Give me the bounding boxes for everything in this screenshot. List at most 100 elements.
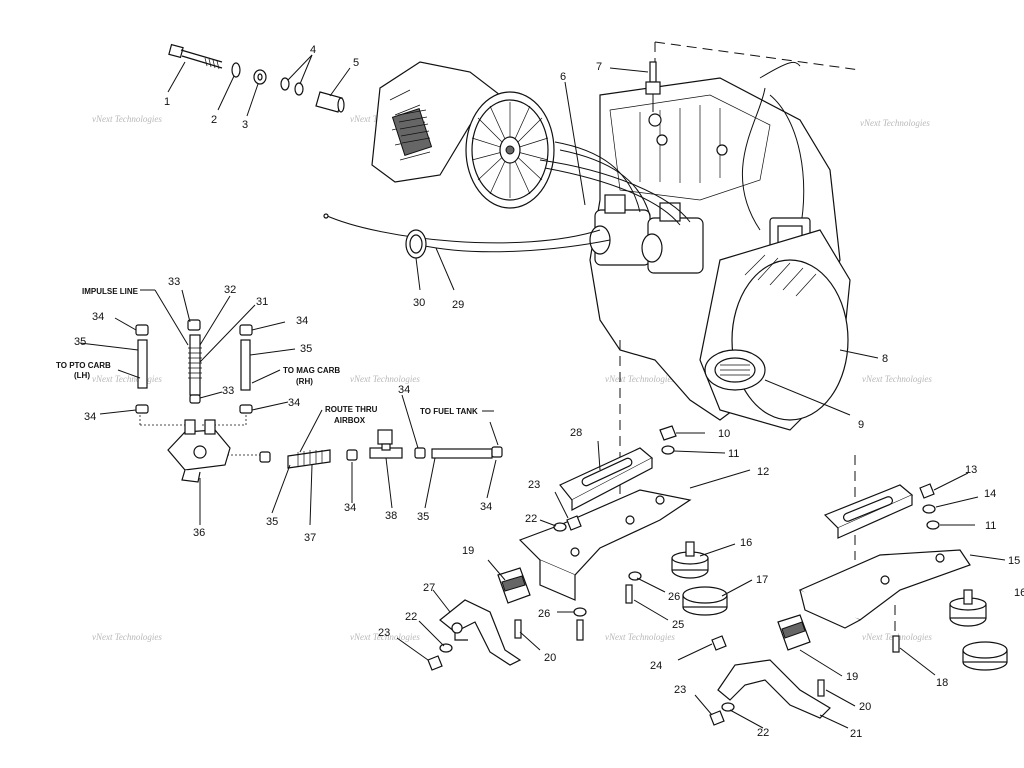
callout-35d: 35 <box>417 511 429 523</box>
impulse-line-label: IMPULSE LINE <box>82 287 139 296</box>
callout-numbers: 1 2 3 4 5 6 7 8 9 10 11 11 12 13 14 15 1… <box>74 44 1024 740</box>
callout-15: 15 <box>1008 555 1020 567</box>
slotted-plate-left <box>559 447 654 511</box>
hardware <box>427 425 940 726</box>
callout-8: 8 <box>882 353 888 365</box>
rubber-pad <box>682 586 728 616</box>
mount-bracket-left <box>518 489 692 601</box>
callout-2: 2 <box>211 114 217 126</box>
airbox-label: AIRBOX <box>334 416 366 425</box>
callout-28: 28 <box>570 427 582 439</box>
callout-19b: 19 <box>846 671 858 683</box>
callout-24: 24 <box>650 660 662 672</box>
callout-23c: 23 <box>674 684 686 696</box>
callout-23b: 23 <box>378 627 390 639</box>
callout-38: 38 <box>385 510 397 522</box>
callout-29: 29 <box>452 299 464 311</box>
watermark: vNext Technologies <box>605 374 675 384</box>
callout-34c: 34 <box>84 411 96 423</box>
callout-34b: 34 <box>296 315 308 327</box>
washer <box>231 62 241 78</box>
callout-35c: 35 <box>266 516 278 528</box>
mount-bracket-right <box>798 549 971 629</box>
callout-12: 12 <box>757 466 769 478</box>
callout-37: 37 <box>304 532 316 544</box>
watermark: vNext Technologies <box>92 374 162 384</box>
callout-22c: 22 <box>757 727 769 739</box>
callout-32: 32 <box>224 284 236 296</box>
to-fuel-tank-label: TO FUEL TANK <box>420 407 478 416</box>
callout-5: 5 <box>353 57 359 69</box>
engine <box>539 61 851 431</box>
rubber-mount <box>671 541 709 579</box>
to-pto-carb-side-label: (LH) <box>74 371 90 380</box>
callout-34g: 34 <box>398 384 410 396</box>
callout-9: 9 <box>858 419 864 431</box>
callout-34: 34 <box>92 311 104 323</box>
watermark: vNext Technologies <box>605 632 675 642</box>
callout-6: 6 <box>560 71 566 83</box>
rubber-mount-right <box>949 589 987 627</box>
callout-23: 23 <box>528 479 540 491</box>
support-bracket-left <box>439 599 522 666</box>
callout-26b: 26 <box>668 591 680 603</box>
callout-11: 11 <box>728 448 739 460</box>
starter-handle <box>704 349 766 391</box>
callout-22b: 22 <box>405 611 417 623</box>
callout-3: 3 <box>242 119 248 131</box>
fuel-pump <box>167 419 231 483</box>
carburetors <box>589 194 704 274</box>
callout-31: 31 <box>256 296 268 308</box>
callout-1: 1 <box>164 96 170 108</box>
callout-16: 16 <box>740 537 752 549</box>
watermark: vNext Technologies <box>350 632 420 642</box>
callout-19: 19 <box>462 545 474 557</box>
callout-33: 33 <box>168 276 180 288</box>
bolt <box>168 43 223 70</box>
fuel-valve <box>369 429 403 459</box>
callout-17: 17 <box>756 574 768 586</box>
callout-13: 13 <box>965 464 977 476</box>
o-ring <box>280 77 290 91</box>
callout-30: 30 <box>413 297 425 309</box>
rubber-pad-right <box>962 641 1008 671</box>
cable-clamp <box>405 229 427 259</box>
bumper-block-left <box>497 567 531 604</box>
slotted-plate-right <box>823 484 914 539</box>
callout-34d: 34 <box>288 397 300 409</box>
callout-35b: 35 <box>300 343 312 355</box>
callout-16b: 16 <box>1014 587 1024 599</box>
clutch-bolt-assembly <box>168 43 345 113</box>
callout-27: 27 <box>423 582 435 594</box>
spacer <box>315 91 345 113</box>
mount-brackets <box>427 425 1008 726</box>
recoil-starter <box>699 229 851 431</box>
callout-35: 35 <box>74 336 86 348</box>
callout-10: 10 <box>718 428 730 440</box>
leader-lines <box>79 54 1006 729</box>
callout-21: 21 <box>850 728 862 740</box>
callout-36: 36 <box>193 527 205 539</box>
callout-20: 20 <box>544 652 556 664</box>
fuel-line-assembly <box>135 319 503 483</box>
callout-11b: 11 <box>985 520 996 532</box>
callout-25: 25 <box>672 619 684 631</box>
fuel-filter-hose <box>287 449 331 469</box>
watermark: vNext Technologies <box>862 374 932 384</box>
o-ring <box>294 82 304 96</box>
fuel-line-labels: IMPULSE LINE TO PTO CARB (LH) TO MAG CAR… <box>56 287 494 453</box>
callout-20b: 20 <box>859 701 871 713</box>
callout-22: 22 <box>525 513 537 525</box>
watermark: vNext Technologies <box>92 632 162 642</box>
to-pto-carb-label: TO PTO CARB <box>56 361 111 370</box>
to-mag-carb-side-label: (RH) <box>296 377 313 386</box>
watermark: vNext Technologies <box>860 118 930 128</box>
throttle-cable <box>323 213 611 253</box>
support-bracket-right <box>717 659 831 719</box>
spark-plug <box>645 61 661 112</box>
drive-clutch <box>371 61 555 209</box>
watermark: vNext Technologies <box>92 114 162 124</box>
callout-34e: 34 <box>344 502 356 514</box>
callout-14: 14 <box>984 488 996 500</box>
